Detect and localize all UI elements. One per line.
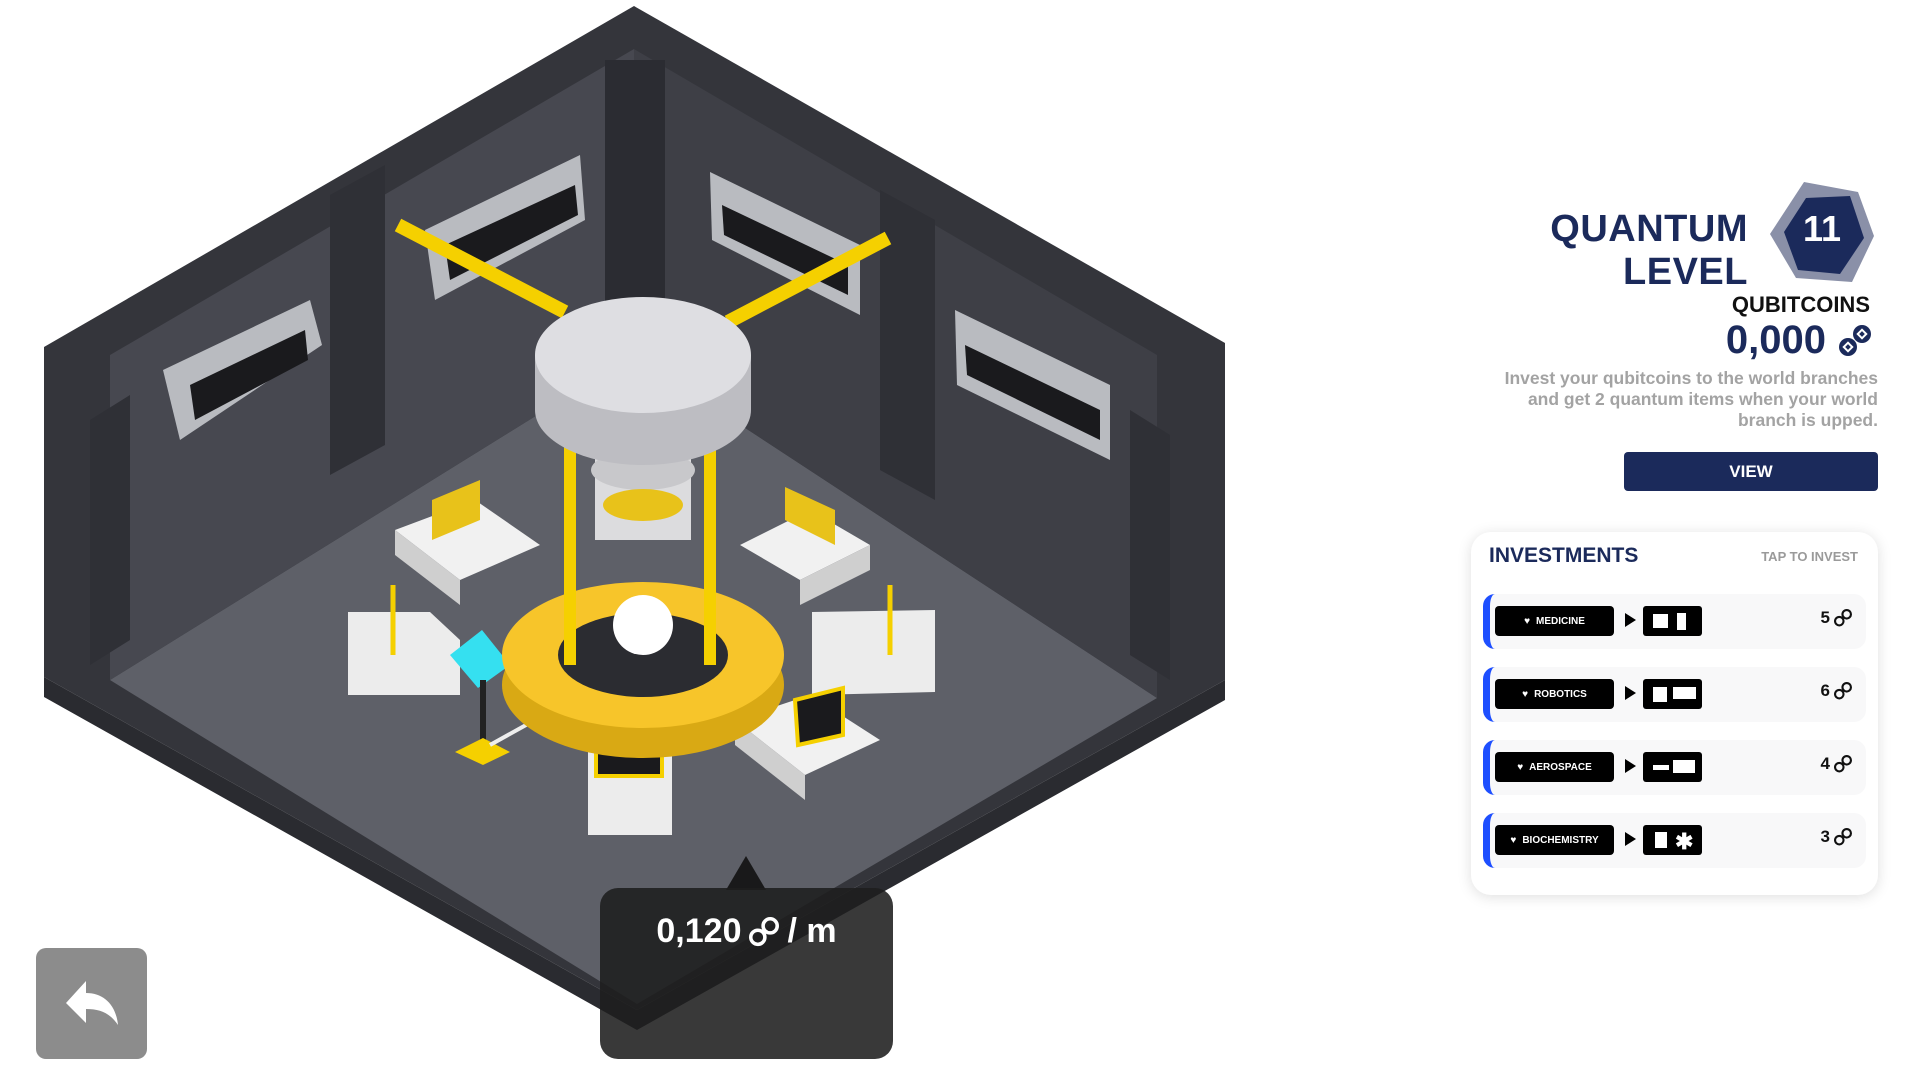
item-icons: [1653, 613, 1686, 630]
branch-tag: ♥ ROBOTICS: [1495, 679, 1614, 709]
heart-pulse-icon: ♥: [1524, 615, 1531, 627]
branch-label: BIOCHEMISTRY: [1522, 834, 1599, 846]
reward-items: [1643, 752, 1702, 782]
item-icons: [1653, 760, 1695, 773]
item-icons: ✱: [1655, 829, 1693, 854]
investment-row-biochemistry[interactable]: ♥ BIOCHEMISTRY ✱ 3: [1483, 813, 1866, 868]
pillar: [1130, 410, 1170, 680]
cost-value: 5: [1820, 608, 1830, 627]
level-number: 11: [1802, 208, 1842, 249]
wall-monitor: [955, 310, 1110, 460]
play-arrow-icon: [1625, 686, 1636, 700]
production-rate: 0,120 / m: [600, 912, 893, 951]
cost: 3: [1821, 827, 1852, 847]
qubitcoin-icon: [1834, 828, 1852, 846]
tap-to-invest-hint: TAP TO INVEST: [1761, 549, 1858, 564]
branch-label: MEDICINE: [1536, 615, 1585, 627]
reward-items: ✱: [1643, 825, 1702, 855]
investment-row-aerospace[interactable]: ♥ AEROSPACE 4: [1483, 740, 1866, 795]
cost-value: 4: [1820, 754, 1830, 773]
qubitcoin-icon: [1839, 324, 1871, 356]
qubitcoins-value: 0,000: [1725, 318, 1826, 362]
cost-value: 6: [1820, 681, 1830, 700]
investment-row-robotics[interactable]: ♥ ROBOTICS 6: [1483, 667, 1866, 722]
console: [812, 585, 935, 695]
pillar: [605, 60, 665, 370]
play-arrow-icon: [1625, 613, 1636, 627]
back-button[interactable]: [36, 948, 147, 1059]
item-icons: [1653, 687, 1696, 702]
branch-label: ROBOTICS: [1534, 688, 1587, 700]
production-rate-tooltip: [600, 888, 893, 1059]
cost: 4: [1821, 754, 1852, 774]
branch-tag: ♥ AEROSPACE: [1495, 752, 1614, 782]
console: [740, 487, 870, 605]
qubitcoin-icon: [1834, 682, 1852, 700]
qubitcoins-balance: 0,000: [1600, 318, 1872, 363]
rate-unit: / m: [787, 912, 837, 950]
reply-arrow-icon: [65, 980, 118, 1025]
investments-title: INVESTMENTS: [1489, 544, 1639, 567]
invest-description: Invest your qubitcoins to the world bran…: [1504, 368, 1878, 430]
pillar: [90, 395, 130, 665]
console: [395, 480, 540, 605]
tooltip-pointer: [726, 856, 766, 890]
heart-pulse-icon: ♥: [1517, 761, 1524, 773]
reward-items: [1643, 606, 1702, 636]
play-arrow-icon: [1625, 759, 1636, 773]
rate-value: 0,120: [656, 912, 742, 950]
svg-text:✱: ✱: [1675, 829, 1693, 854]
cost: 6: [1821, 681, 1852, 701]
quantum-lab-scene[interactable]: [0, 0, 1300, 1080]
quantum-level-title: QUANTUM LEVEL: [1550, 208, 1748, 293]
cost: 5: [1821, 608, 1852, 628]
level-hexagon-badge: [1770, 182, 1874, 282]
wall-monitor: [163, 300, 322, 440]
quantum-core: [502, 297, 784, 758]
qubitcoin-icon: [1834, 755, 1852, 773]
investments-panel: INVESTMENTS TAP TO INVEST ♥ MEDICINE 5 ♥ R…: [1471, 532, 1878, 895]
reward-items: [1643, 679, 1702, 709]
heart-pulse-icon: ♥: [1510, 834, 1517, 846]
view-button[interactable]: VIEW: [1624, 452, 1878, 491]
qubitcoins-label: QUBITCOINS: [1731, 292, 1870, 317]
tablet-stand: [450, 630, 536, 765]
heart-pulse-icon: ♥: [1522, 688, 1529, 700]
yellow-beam: [394, 218, 569, 319]
investment-row-medicine[interactable]: ♥ MEDICINE 5: [1483, 594, 1866, 649]
console: [348, 585, 460, 695]
yellow-beam: [724, 231, 892, 329]
branch-tag: ♥ MEDICINE: [1495, 606, 1614, 636]
pillar: [880, 190, 935, 500]
branch-label: AEROSPACE: [1529, 761, 1592, 773]
branch-tag: ♥ BIOCHEMISTRY: [1495, 825, 1614, 855]
cost-value: 3: [1820, 827, 1830, 846]
qubitcoin-icon: [749, 916, 780, 946]
play-arrow-icon: [1625, 832, 1636, 846]
qubitcoin-icon: [1834, 609, 1852, 627]
pillar: [330, 165, 385, 475]
